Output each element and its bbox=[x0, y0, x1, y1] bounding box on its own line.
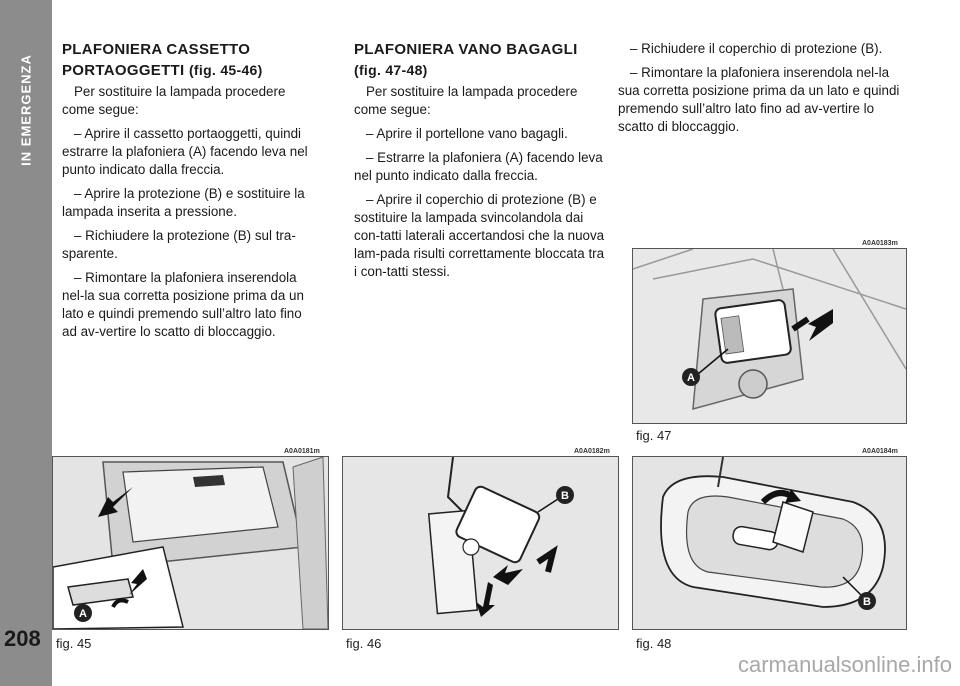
section-label: IN EMERGENZA bbox=[18, 54, 34, 166]
callout-label-b: B bbox=[863, 596, 871, 608]
paragraph: – Aprire il coperchio di protezione (B) … bbox=[354, 192, 605, 279]
figure-48-image: B bbox=[632, 456, 907, 630]
figure-code: A0A0182m bbox=[574, 448, 610, 455]
column-2: PLAFONIERA VANO BAGAGLI(fig. 47-48) Per … bbox=[354, 40, 608, 287]
figure-47-image: A bbox=[632, 248, 907, 424]
figure-caption: fig. 46 bbox=[346, 636, 382, 651]
paragraph: – Aprire la protezione (B) e sostituire … bbox=[62, 186, 305, 219]
section-sidebar: IN EMERGENZA bbox=[0, 0, 52, 686]
callout-label-a: A bbox=[79, 608, 87, 620]
paragraph: – Aprire il cassetto portaoggetti, quind… bbox=[62, 126, 308, 177]
paragraph: – Rimontare la plafoniera inserendola ne… bbox=[618, 65, 900, 134]
figure-code: A0A0184m bbox=[862, 448, 898, 455]
paragraph: – Richiudere la protezione (B) sul tra-s… bbox=[62, 228, 296, 261]
column-1: PLAFONIERA CASSETTO PORTAOGGETTI (fig. 4… bbox=[62, 40, 316, 347]
paragraph: – Richiudere il coperchio di protezione … bbox=[630, 41, 883, 56]
column-3: – Richiudere il coperchio di protezione … bbox=[618, 40, 900, 142]
figure-code: A0A0183m bbox=[862, 240, 898, 247]
figure-code: A0A0181m bbox=[284, 448, 320, 455]
paragraph: – Aprire il portellone vano bagagli. bbox=[366, 126, 568, 141]
figure-caption: fig. 45 bbox=[56, 636, 92, 651]
paragraph: Per sostituire la lampada procedere come… bbox=[62, 84, 286, 117]
figure-45-image: A bbox=[52, 456, 329, 630]
paragraph: – Estrarre la plafoniera (A) facendo lev… bbox=[354, 150, 603, 183]
paragraph: – Rimontare la plafoniera inserendola ne… bbox=[62, 270, 304, 339]
figure-46-image: B bbox=[342, 456, 619, 630]
callout-label-a: A bbox=[687, 372, 695, 384]
heading-glovebox: PLAFONIERA CASSETTO PORTAOGGETTI (fig. 4… bbox=[62, 41, 263, 79]
page-number: 208 bbox=[4, 626, 41, 651]
heading-luggage: PLAFONIERA VANO BAGAGLI(fig. 47-48) bbox=[354, 41, 578, 78]
watermark: carmanualsonline.info bbox=[737, 652, 952, 677]
callout-label-b: B bbox=[561, 490, 569, 502]
figure-caption: fig. 48 bbox=[636, 636, 672, 651]
figure-caption: fig. 47 bbox=[636, 428, 672, 443]
paragraph: Per sostituire la lampada procedere come… bbox=[354, 84, 578, 117]
